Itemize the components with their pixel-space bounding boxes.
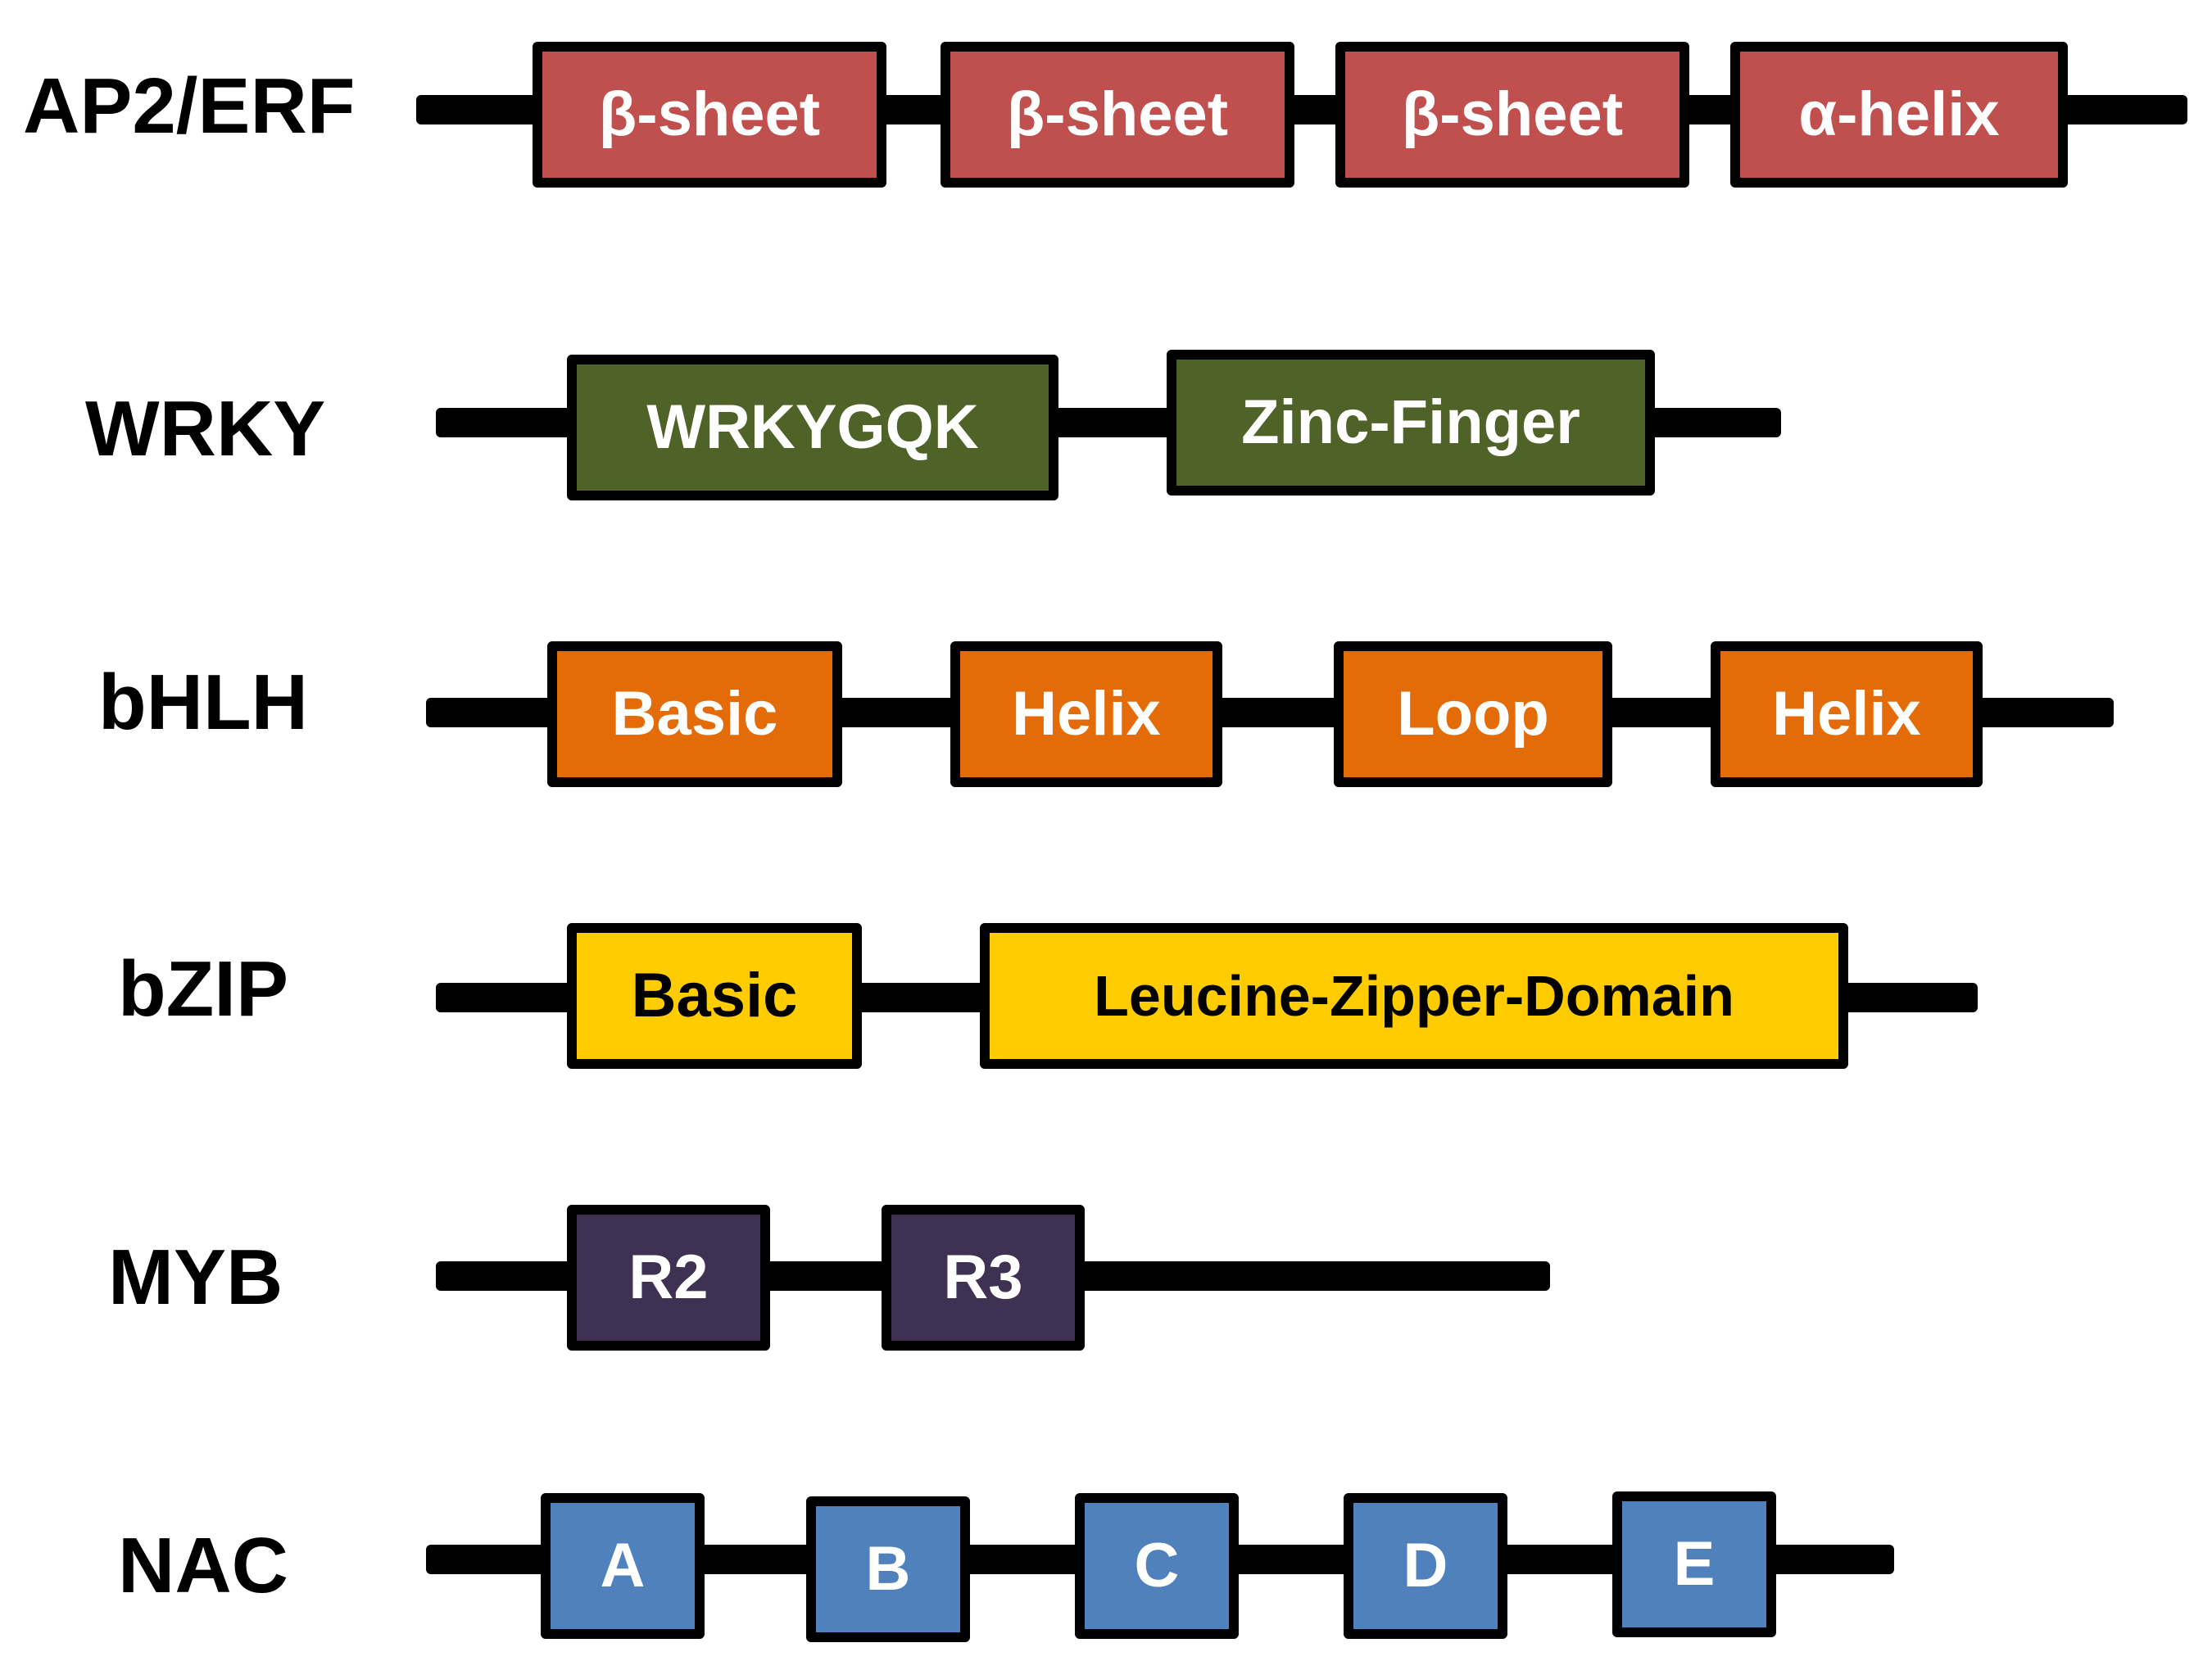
domain-myb-1: R2 xyxy=(567,1205,770,1351)
domain-bzip-1: Basic xyxy=(567,923,862,1069)
domain-ap2-erf-4: α-helix xyxy=(1730,42,2068,188)
domain-bhlh-4: Helix xyxy=(1711,641,1983,787)
domain-nac-b: B xyxy=(806,1496,970,1642)
domain-nac-c: C xyxy=(1075,1493,1239,1639)
domain-ap2-erf-2: β-sheet xyxy=(941,42,1294,188)
domain-myb-2: R3 xyxy=(882,1205,1085,1351)
domain-bzip-2: Leucine-Zipper-Domain xyxy=(980,923,1848,1069)
family-label-wrky: WRKY xyxy=(85,385,326,473)
domain-bhlh-1: Basic xyxy=(547,641,842,787)
family-label-bzip: bZIP xyxy=(118,945,288,1033)
family-label-nac: NAC xyxy=(118,1522,288,1609)
family-label-myb: MYB xyxy=(108,1233,283,1321)
domain-nac-d: D xyxy=(1344,1493,1507,1639)
domain-nac-e: E xyxy=(1612,1491,1776,1637)
domain-bhlh-2: Helix xyxy=(950,641,1222,787)
domain-ap2-erf-3: β-sheet xyxy=(1335,42,1689,188)
domain-bhlh-3: Loop xyxy=(1334,641,1612,787)
domain-ap2-erf-1: β-sheet xyxy=(533,42,886,188)
domain-nac-a: A xyxy=(541,1493,705,1639)
domain-wrky-2: Zinc-Finger xyxy=(1167,350,1655,496)
domain-wrky-1: WRKYGQK xyxy=(567,355,1058,500)
family-label-bhlh: bHLH xyxy=(98,659,308,746)
family-label-ap2-erf: AP2/ERF xyxy=(23,62,356,150)
